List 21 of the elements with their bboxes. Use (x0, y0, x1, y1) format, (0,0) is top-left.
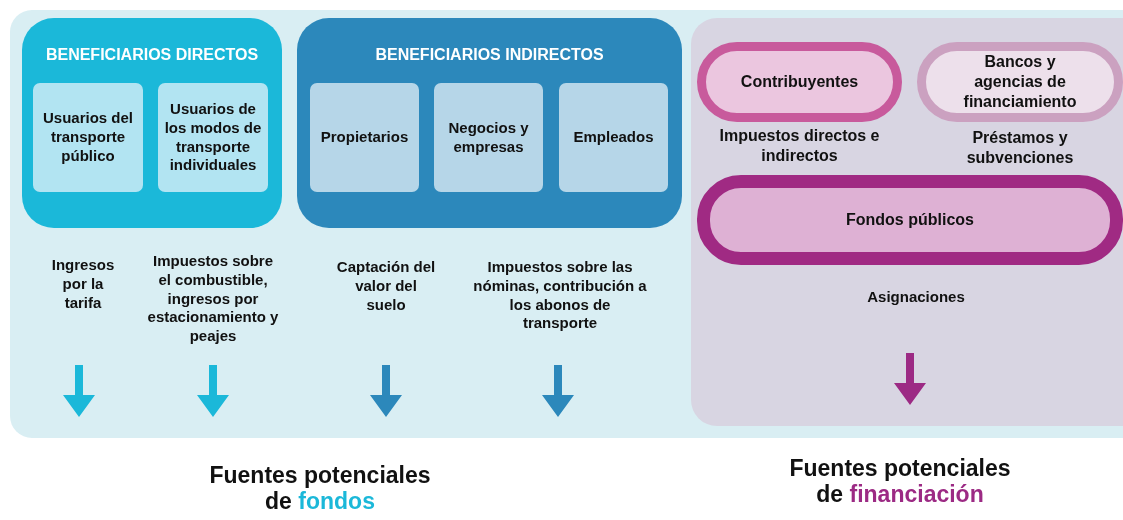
group-heading: BENEFICIARIOS DIRECTOS (44, 46, 260, 64)
beneficiary-box: Empleados (559, 83, 668, 192)
beneficiary-box: Propietarios (310, 83, 419, 192)
caption-text: Impuestos directos e indirectos (718, 126, 881, 166)
source-text: Asignaciones (826, 288, 1006, 353)
source-text: Impuestos sobre el combustible, ingresos por estacionamiento y peajes (146, 252, 280, 365)
beneficiary-box: Usuarios de los modos de transporte individuales (158, 83, 268, 192)
source-pill: Bancos y agencias de financiamiento (917, 42, 1123, 122)
beneficiary-box: Negocios y empresas (434, 83, 543, 192)
source-text: Captación del valor del suelo (336, 258, 436, 365)
section-title: Fuentes potenciales de financiación (788, 455, 1012, 508)
source-text: Ingresos por la tarifa (43, 256, 123, 365)
group-heading: BENEFICIARIOS INDIRECTOS (374, 46, 605, 64)
group-panel (22, 18, 282, 228)
section-title: Fuentes potenciales de fondos (208, 462, 432, 515)
source-pill: Fondos públicos (697, 175, 1123, 265)
source-text: Impuestos sobre las nóminas, contribución a los abonos de transporte (472, 258, 648, 365)
group-panel (297, 18, 682, 228)
caption-text: Préstamos y subvenciones (965, 128, 1075, 168)
source-pill: Contribuyentes (697, 42, 902, 122)
beneficiary-box: Usuarios del transporte público (33, 83, 143, 192)
